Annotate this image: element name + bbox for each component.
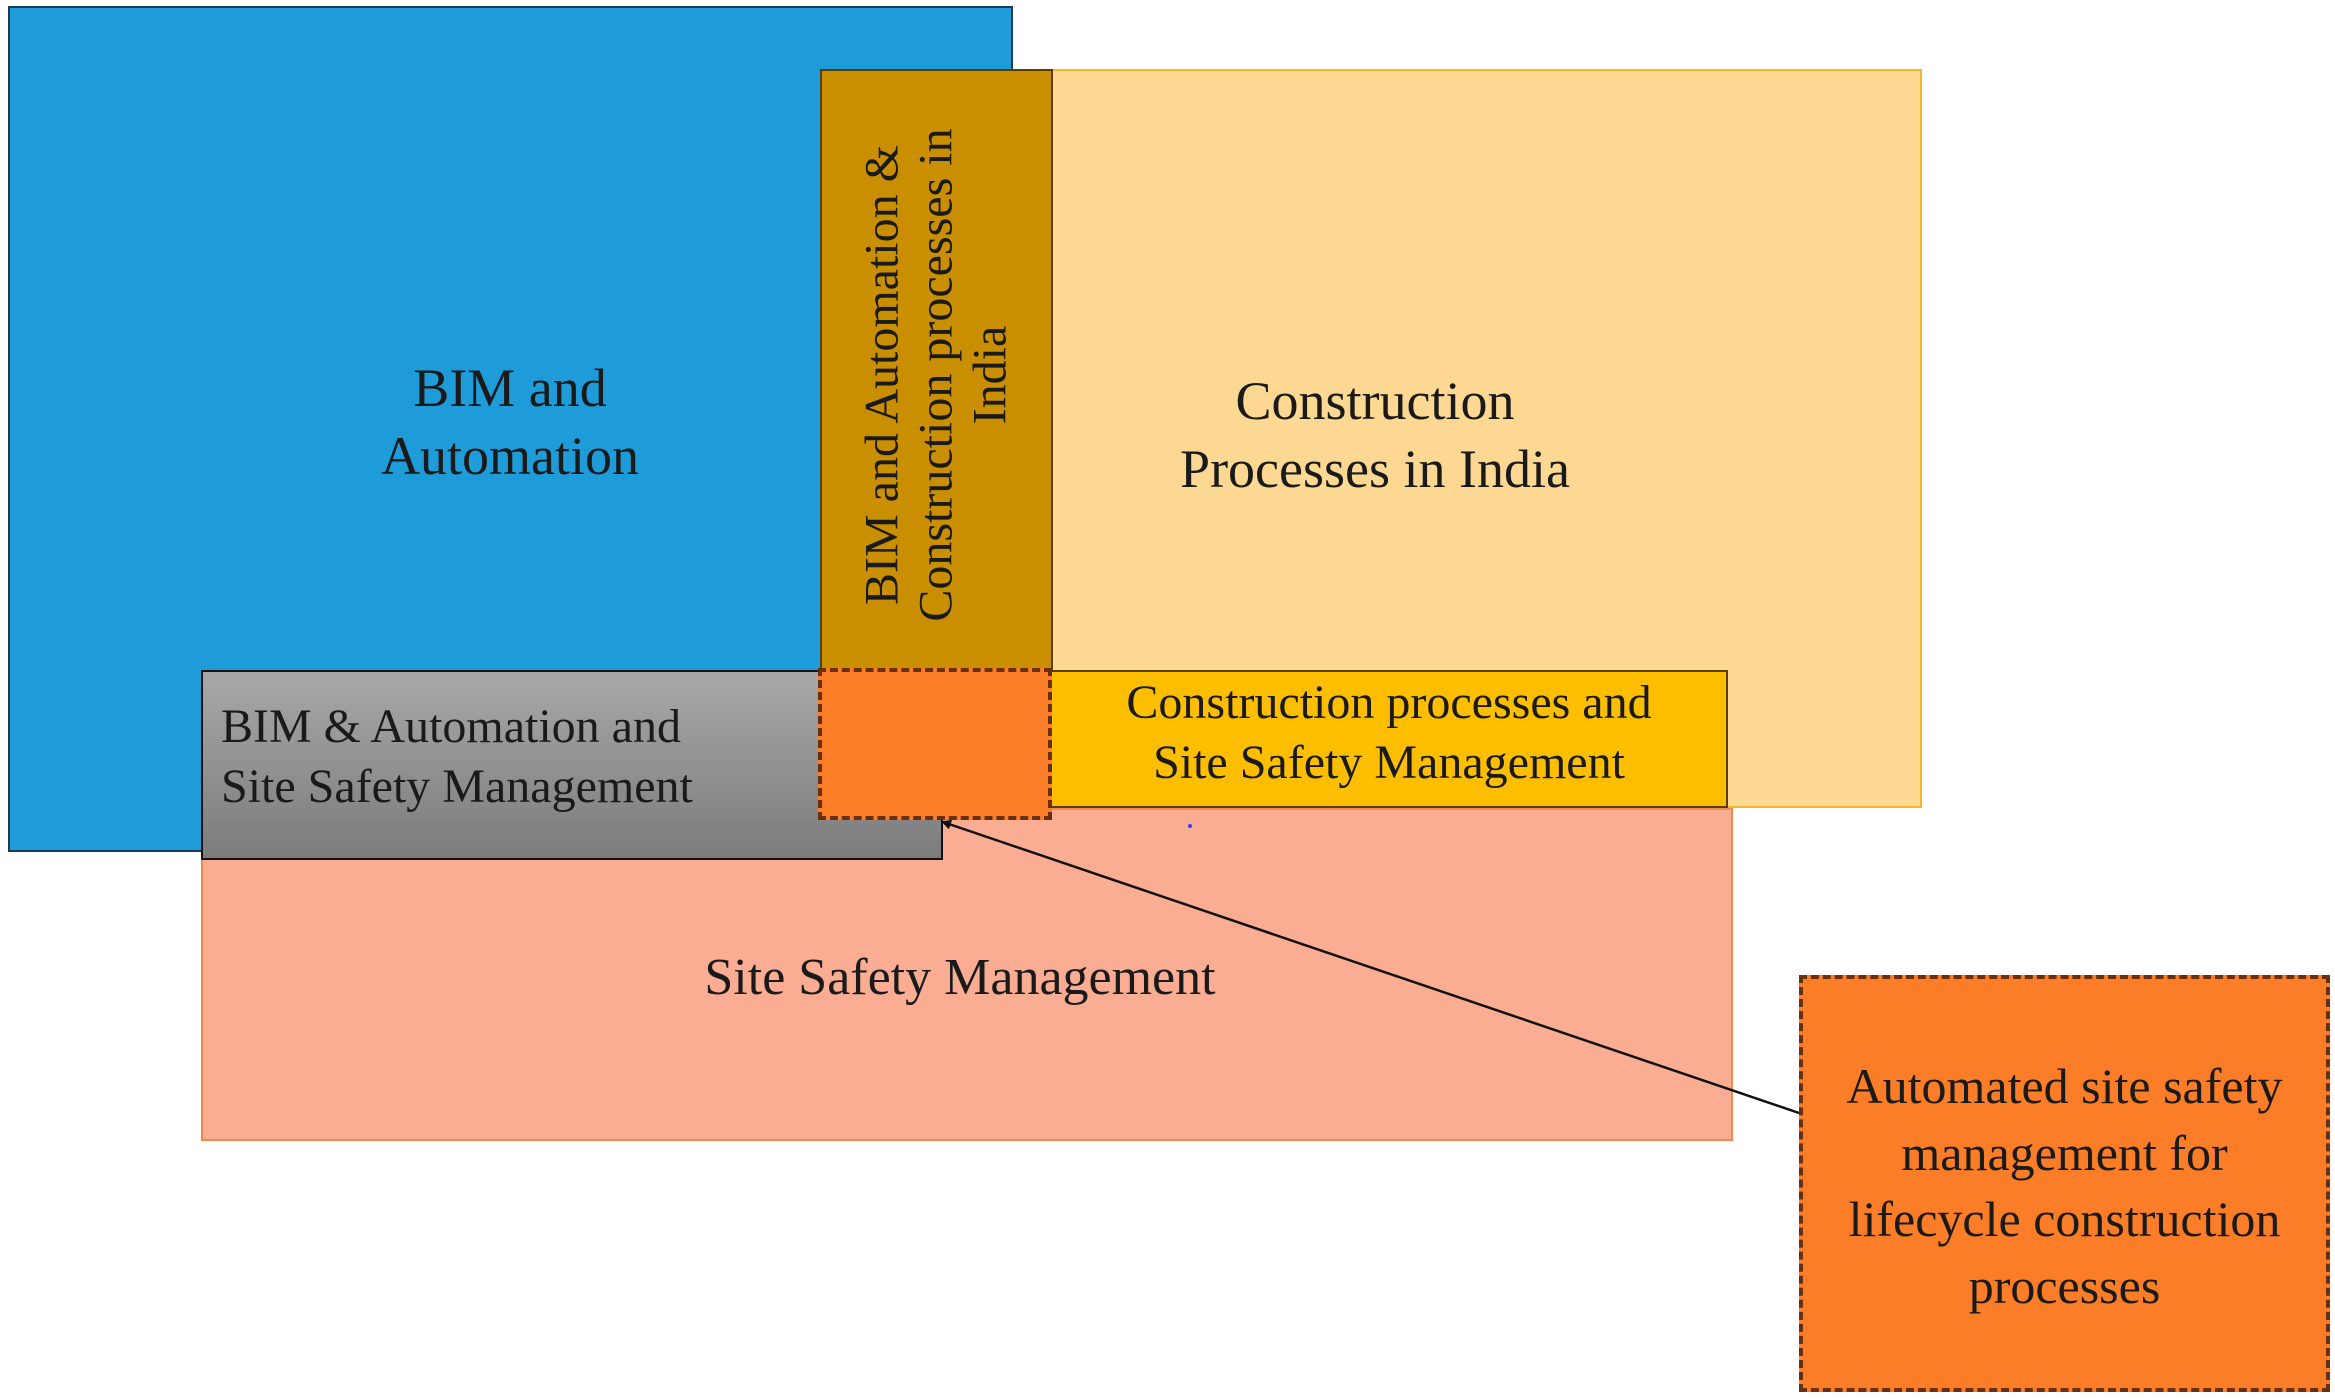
callout-label-line: processes: [1968, 1257, 2161, 1314]
bim-automation-label-line: Automation: [381, 425, 639, 486]
construction-processes-india-label: Construction Processes in India: [1080, 368, 1670, 503]
construction-site-safety-label-line: Construction processes and: [1126, 676, 1652, 729]
construction-processes-india-label-line: Processes in India: [1180, 438, 1570, 499]
construction-site-safety-label-line: Site Safety Management: [1153, 736, 1625, 789]
bim-construction-label-line: India: [962, 325, 1016, 425]
bim-construction-intersection: [820, 69, 1053, 670]
central-intersection: [818, 668, 1052, 820]
construction-processes-india-label-line: Construction: [1235, 371, 1515, 431]
construction-site-safety-intersection: [1050, 670, 1728, 808]
bim-automation-label-line: BIM and: [413, 358, 607, 418]
bim-construction-label-line: BIM and Automation &: [855, 145, 909, 605]
site-safety-management-label: Site Safety Management: [704, 949, 1216, 1006]
bim-construction-label: BIM and Automation & Construction proces…: [855, 95, 1016, 655]
bim-site-safety-label-line: Site Safety Management: [221, 760, 693, 813]
callout-label-line: lifecycle construction: [1848, 1191, 2281, 1247]
bim-construction-label-line: Construction processes in: [909, 128, 963, 622]
callout-label-line: Automated site safety: [1846, 1058, 2283, 1114]
callout-label-line: management for: [1901, 1124, 2228, 1181]
bim-site-safety-label-line: BIM & Automation and: [221, 700, 681, 753]
bim-automation-label: BIM and Automation: [230, 355, 790, 490]
callout-box: [1799, 975, 2330, 1392]
bim-site-safety-label: BIM & Automation and Site Safety Managem…: [221, 697, 941, 817]
callout-label: Automated site safety management for lif…: [1799, 1053, 2330, 1319]
construction-site-safety-label: Construction processes and Site Safety M…: [1050, 673, 1728, 793]
